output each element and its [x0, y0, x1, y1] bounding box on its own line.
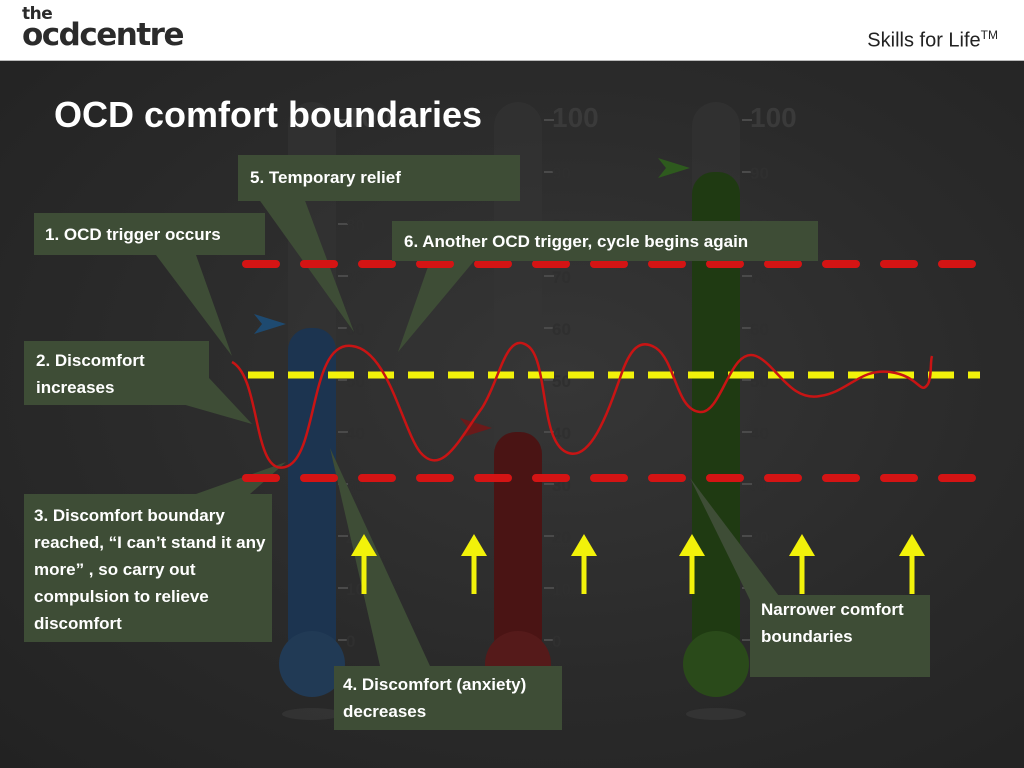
arrow-head — [461, 534, 487, 556]
step-5-box: 5. Temporary relief — [238, 155, 520, 201]
scale-label: 50 — [552, 372, 571, 391]
thermometer-fill — [494, 432, 542, 660]
scale-label: 40 — [552, 424, 571, 443]
scale-label: 70 — [346, 268, 365, 287]
arrow-head — [679, 534, 705, 556]
up-arrow-icon — [899, 534, 925, 594]
thermometer-fill — [288, 328, 336, 660]
scale-label: 80 — [346, 216, 365, 235]
scale-label: 30 — [750, 476, 769, 495]
narrower-boundaries-box: Narrower comfort boundaries — [750, 595, 930, 677]
anxiety-curve — [231, 341, 934, 469]
step-4-box: 4. Discomfort (anxiety) decreases — [334, 666, 562, 730]
scale-label: 70 — [750, 268, 769, 287]
scale-label: 90 — [750, 164, 769, 183]
logo-line-the: the — [22, 4, 53, 24]
scale-label: 100 — [346, 102, 393, 133]
step-1-pointer — [156, 255, 232, 356]
up-arrow-icon — [789, 534, 815, 594]
scale-label: 100 — [750, 102, 797, 133]
boundary-lines — [242, 260, 986, 482]
arrow-head — [571, 534, 597, 556]
thermometer-shadow — [282, 708, 342, 720]
thermometer-bulb — [683, 631, 749, 697]
slide-title: OCD comfort boundaries — [54, 94, 483, 135]
up-arrow-icon — [679, 534, 705, 594]
scale-label: 40 — [750, 424, 769, 443]
level-pointer-icon — [460, 418, 492, 438]
thermometer-bulb — [279, 631, 345, 697]
step-1-box: 1. OCD trigger occurs — [34, 213, 265, 255]
scale-label: 20 — [552, 528, 571, 547]
tagline: Skills for LifeTM — [867, 28, 998, 53]
step-2-box: 2. Discomfort increases — [24, 341, 209, 405]
scale-label: 0 — [552, 632, 561, 651]
scale-label: 20 — [750, 528, 769, 547]
step-3-box: 3. Discomfort boundary reached, “I can’t… — [24, 494, 272, 642]
up-arrow-icon — [571, 534, 597, 594]
scale-label: 0 — [346, 632, 355, 651]
arrow-head — [789, 534, 815, 556]
trademark-mark: TM — [980, 28, 998, 42]
step-4-pointer — [330, 448, 430, 666]
narrower-pointer — [690, 478, 782, 600]
scale-label: 60 — [552, 320, 571, 339]
step-6-pointer — [398, 261, 474, 352]
scale-label: 50 — [750, 372, 769, 391]
logo-line-ocdcentre: ocdcentre — [22, 17, 184, 53]
up-arrow-icon — [351, 534, 377, 594]
level-pointer-icon — [658, 158, 690, 178]
scale-label: 70 — [552, 268, 571, 287]
arrow-head — [899, 534, 925, 556]
arrow-head — [351, 534, 377, 556]
scale-label: 60 — [750, 320, 769, 339]
level-pointer-icon — [254, 314, 286, 334]
scale-label: 10 — [346, 580, 365, 599]
step-6-box: 6. Another OCD trigger, cycle begins aga… — [392, 221, 818, 261]
scale-label: 40 — [346, 424, 365, 443]
tagline-text: Skills for Life — [867, 29, 981, 52]
scale-label: 90 — [552, 164, 571, 183]
scale-label: 10 — [552, 580, 571, 599]
header-bar: the ocdcentre Skills for LifeTM — [0, 0, 1024, 61]
up-arrow-icon — [461, 534, 487, 594]
ocdcentre-logo: the ocdcentre — [22, 4, 184, 53]
thermometer-shadow — [686, 708, 746, 720]
step-3-pointer — [196, 462, 286, 494]
scale-label: 100 — [552, 102, 599, 133]
